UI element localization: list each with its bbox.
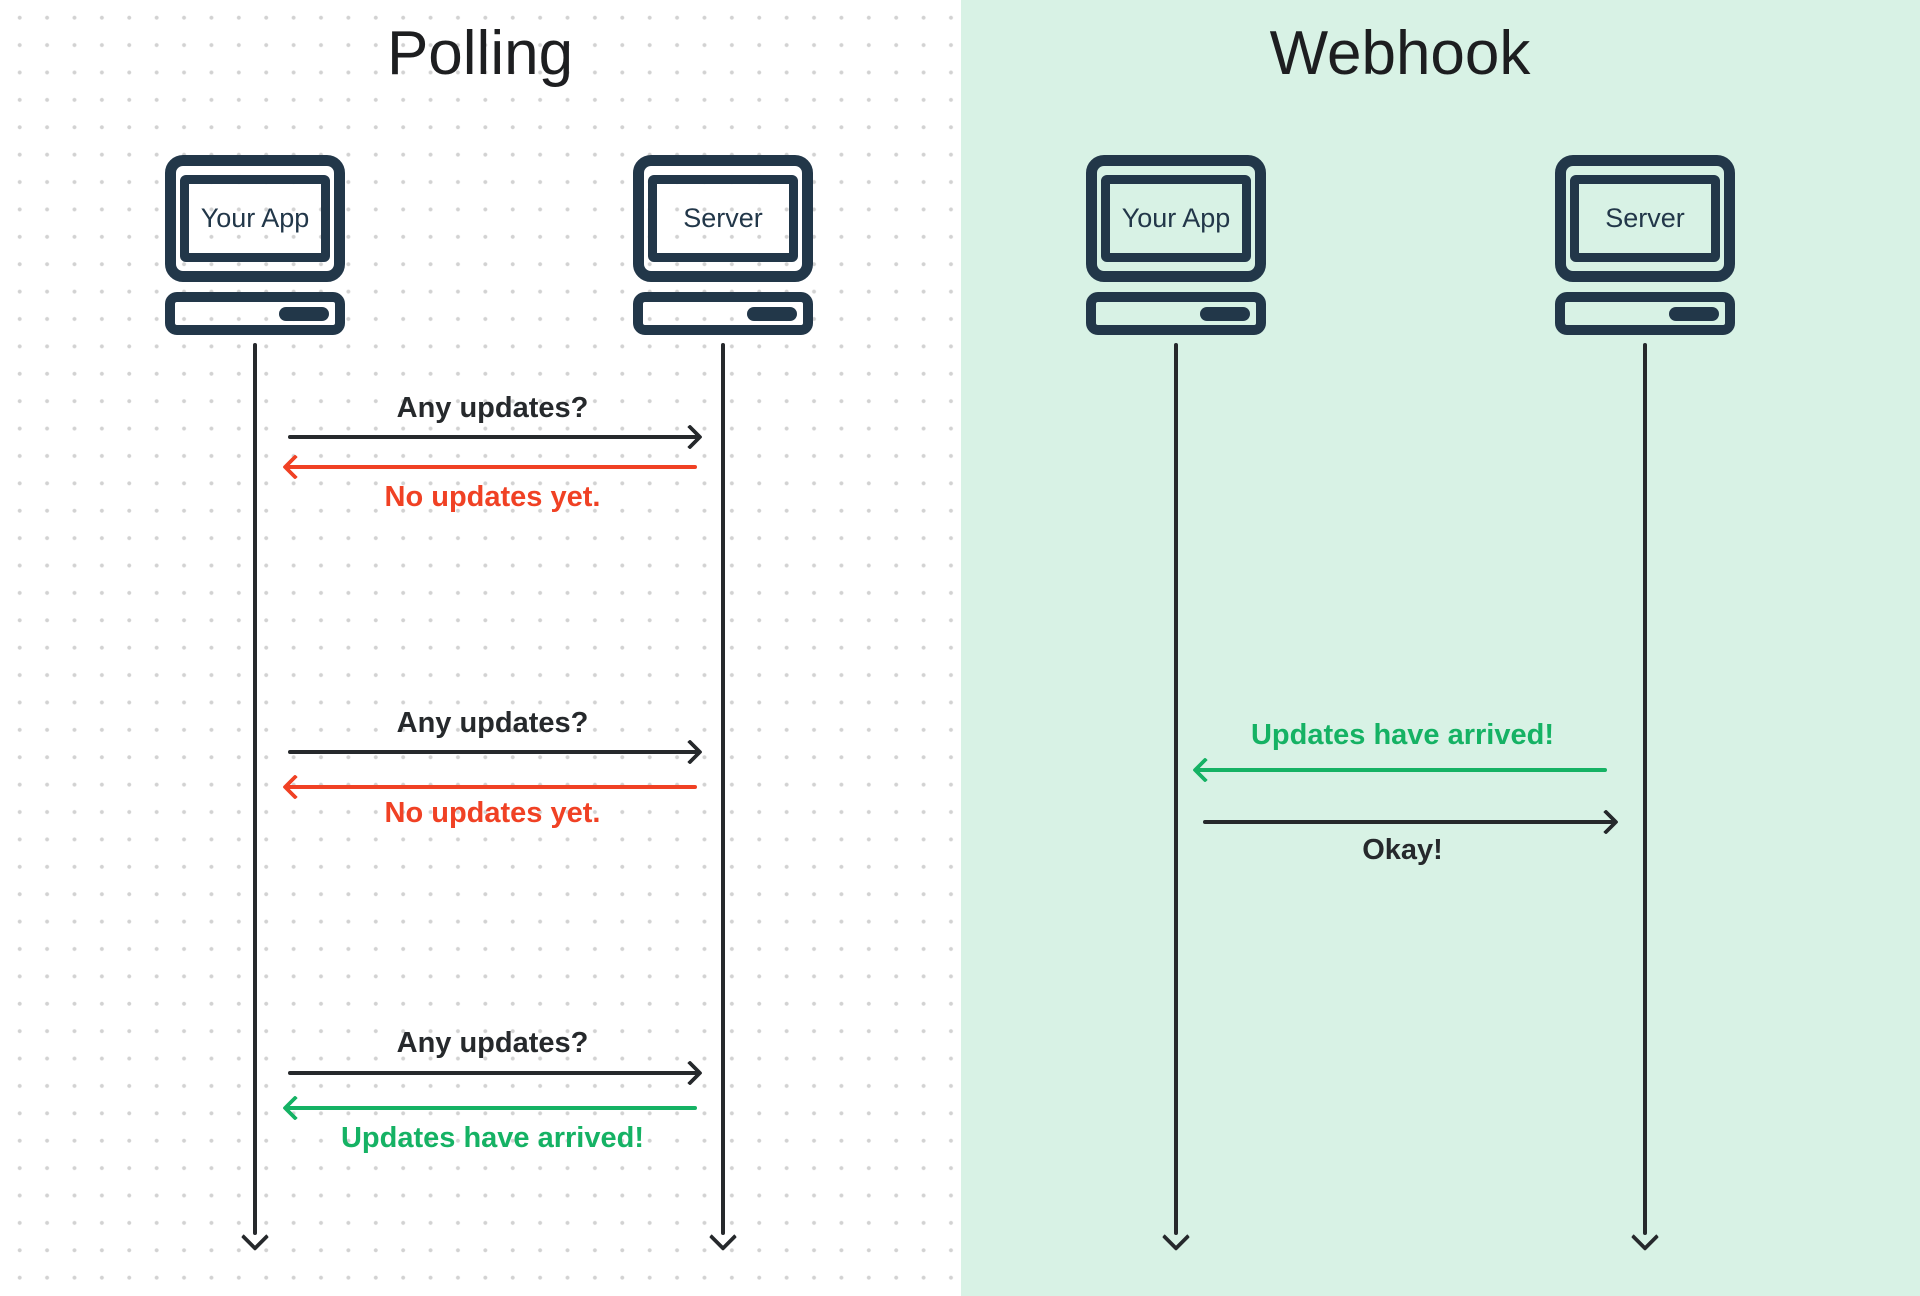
monitor-icon: Your App [1086,155,1266,282]
screen: Your App [180,175,330,262]
computer-base [1086,292,1266,335]
ack-arrow-right-icon [1203,809,1619,835]
request-arrow-right-icon [288,424,703,450]
drive-slot-icon [1669,306,1719,321]
notification-label: Updates have arrived! [1250,719,1554,751]
lifeline-webhook-server [1630,343,1660,1252]
polling-panel [0,0,961,1296]
computer-icon-polling-server: Server [633,155,813,335]
notification-arrow-left-icon [1192,757,1607,783]
response-label: No updates yet. [384,481,601,513]
webhook-panel [961,0,1920,1296]
drive-slot-icon [747,306,797,321]
computer-base [633,292,813,335]
monitor-icon: Server [1555,155,1735,282]
response-label: Updates have arrived! [340,1122,644,1154]
lifeline-polling-app [240,343,270,1252]
screen: Server [648,175,798,262]
request-arrow-right-icon [288,1060,703,1086]
lifeline-polling-server [708,343,738,1252]
response-label: No updates yet. [384,797,601,829]
computer-base [165,292,345,335]
polling-title: Polling [386,19,574,88]
actor-label: Server [683,203,763,233]
request-label: Any updates? [396,392,589,424]
actor-label: Server [1605,203,1685,233]
request-label: Any updates? [396,707,589,739]
screen: Your App [1101,175,1251,262]
computer-icon-webhook-server: Server [1555,155,1735,335]
request-arrow-right-icon [288,739,703,765]
response-arrow-left-icon [282,1095,697,1121]
drive-slot-icon [279,306,329,321]
response-arrow-left-icon [282,774,697,800]
lifeline-webhook-app [1161,343,1191,1252]
response-arrow-left-icon [282,454,697,480]
computer-icon-polling-app: Your App [165,155,345,335]
monitor-icon: Server [633,155,813,282]
webhook-title: Webhook [1269,19,1531,88]
screen: Server [1570,175,1720,262]
actor-label: Your App [200,203,310,233]
computer-base [1555,292,1735,335]
computer-icon-webhook-app: Your App [1086,155,1266,335]
actor-label: Your App [1121,203,1231,233]
request-label: Any updates? [396,1027,589,1059]
drive-slot-icon [1200,306,1250,321]
monitor-icon: Your App [165,155,345,282]
ack-label: Okay! [1362,834,1443,866]
